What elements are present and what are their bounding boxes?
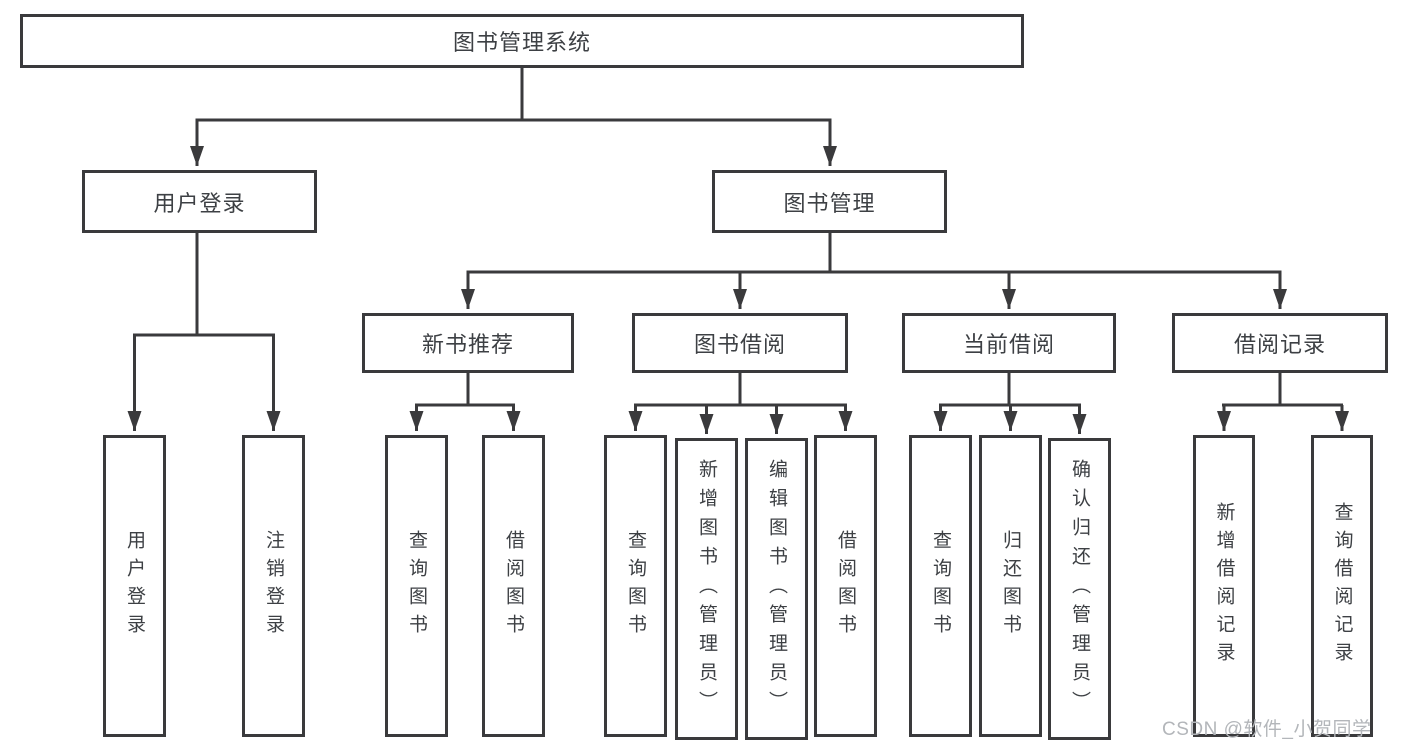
leaf-borrow-books-recommend: 借阅图书 (482, 435, 545, 737)
node-label: 查询图书 (625, 530, 646, 642)
node-label: 新增图书（管理员） (696, 458, 717, 720)
node-label: 借阅图书 (835, 530, 856, 642)
node-label: 用户登录 (124, 530, 145, 642)
node-label: 查询借阅记录 (1331, 502, 1353, 670)
node-label: 借阅图书 (503, 530, 524, 642)
leaf-query-books-borrowing: 查询图书 (604, 435, 667, 737)
node-label: 用户登录 (153, 190, 246, 216)
leaf-query-borrow-record: 查询借阅记录 (1311, 435, 1373, 737)
node-book-management: 图书管理 (712, 170, 947, 233)
node-label: 当前借阅 (962, 332, 1055, 357)
node-current-borrowing: 当前借阅 (902, 313, 1116, 373)
node-label: 查询图书 (406, 530, 427, 642)
node-label: 注销登录 (263, 530, 284, 642)
node-label: 图书管理系统 (452, 30, 591, 55)
leaf-query-books-recommend: 查询图书 (385, 435, 448, 737)
node-label: 新书推荐 (421, 332, 514, 357)
node-label: 图书管理 (783, 190, 876, 216)
node-book-borrowing: 图书借阅 (632, 313, 848, 373)
leaf-user-login: 用户登录 (103, 435, 166, 737)
node-label: 图书借阅 (693, 332, 786, 357)
node-label: 借阅记录 (1233, 332, 1326, 357)
node-user-login: 用户登录 (82, 170, 317, 233)
leaf-confirm-return-admin: 确认归还（管理员） (1048, 438, 1111, 740)
leaf-add-borrow-record: 新增借阅记录 (1193, 435, 1255, 737)
node-label: 编辑图书（管理员） (766, 458, 787, 720)
leaf-borrow-books-borrowing: 借阅图书 (814, 435, 877, 737)
leaf-edit-books-admin: 编辑图书（管理员） (745, 438, 808, 740)
node-label: 确认归还（管理员） (1069, 458, 1090, 720)
leaf-logout: 注销登录 (242, 435, 305, 737)
leaf-query-books-current: 查询图书 (909, 435, 972, 737)
node-borrowing-records: 借阅记录 (1172, 313, 1388, 373)
node-label: 新增借阅记录 (1213, 502, 1235, 670)
node-new-book-recommend: 新书推荐 (362, 313, 574, 373)
leaf-add-books-admin: 新增图书（管理员） (675, 438, 738, 740)
node-label: 查询图书 (930, 530, 951, 642)
csdn-watermark: CSDN @软件_小贺同学 (1162, 719, 1372, 740)
node-label: 归还图书 (1000, 530, 1021, 642)
leaf-return-books: 归还图书 (979, 435, 1042, 737)
node-library-management-system: 图书管理系统 (20, 14, 1024, 68)
